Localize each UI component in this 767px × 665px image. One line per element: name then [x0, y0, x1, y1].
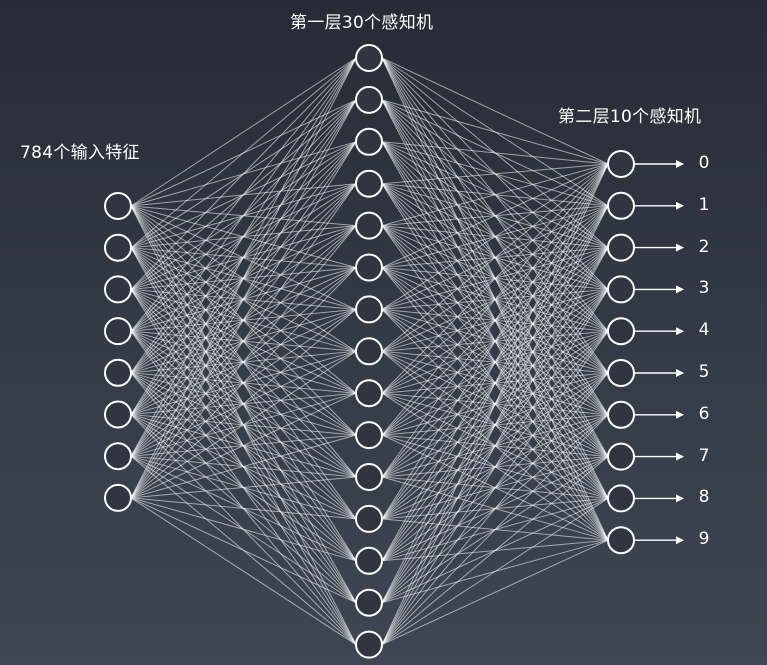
output-node — [607, 275, 635, 304]
input-node — [104, 400, 132, 429]
connection-edge — [130, 225, 357, 499]
connection-edge — [381, 163, 609, 645]
input-layer-label: 784个输入特征 — [20, 143, 140, 163]
input-node — [104, 483, 132, 512]
connection-edge — [381, 456, 609, 645]
connection-edge — [130, 497, 357, 562]
connection-edge — [381, 539, 609, 646]
output-node — [607, 442, 635, 471]
connection-edge — [130, 392, 357, 499]
hidden-node — [355, 85, 383, 114]
connection-edge — [130, 57, 357, 499]
hidden-output-connections — [381, 57, 609, 646]
neuron-nodes — [104, 44, 635, 659]
connection-edge — [381, 163, 609, 268]
connection-edge — [130, 57, 357, 457]
connection-edge — [130, 99, 357, 499]
connection-edge — [381, 247, 609, 645]
connection-edge — [381, 163, 609, 478]
hidden-node — [355, 463, 383, 491]
connection-edge — [381, 414, 609, 645]
connection-edge — [130, 476, 357, 499]
connection-edge — [130, 350, 357, 499]
hidden-node — [355, 337, 383, 366]
connection-edge — [130, 497, 357, 604]
input-hidden-connections — [130, 57, 357, 646]
output-node — [607, 317, 635, 346]
hidden-layer-label: 第一层30个感知机 — [290, 13, 434, 33]
connection-edge — [381, 289, 609, 645]
hidden-node — [355, 421, 383, 450]
connection-edge — [381, 163, 609, 562]
hidden-node — [355, 504, 383, 533]
connection-edge — [381, 205, 609, 645]
input-node — [104, 317, 132, 346]
hidden-node — [355, 295, 383, 324]
connection-edge — [130, 497, 357, 520]
connection-edge — [381, 163, 609, 352]
output-arrows — [634, 160, 684, 545]
hidden-node — [355, 630, 383, 659]
hidden-node — [355, 44, 383, 72]
hidden-node — [355, 211, 383, 240]
connection-edge — [130, 141, 357, 499]
connection-edge — [130, 309, 357, 499]
connection-edge — [130, 57, 357, 332]
connection-edge — [381, 163, 609, 394]
output-class-label: 8 — [698, 487, 710, 508]
hidden-node — [355, 546, 383, 575]
connection-edge — [130, 57, 357, 249]
connection-edge — [130, 57, 357, 415]
output-node — [607, 359, 635, 387]
output-class-label: 0 — [698, 153, 710, 173]
output-node — [607, 484, 635, 513]
input-node — [104, 358, 132, 387]
connection-edge — [381, 372, 609, 645]
output-layer-label: 第二层10个感知机 — [558, 107, 702, 127]
connection-edge — [381, 163, 609, 603]
hidden-node — [355, 253, 383, 282]
output-node — [607, 233, 635, 262]
output-class-label: 2 — [698, 236, 710, 257]
output-node — [607, 526, 635, 555]
connection-edge — [130, 434, 357, 499]
hidden-node — [355, 588, 383, 617]
output-class-label: 7 — [698, 445, 710, 466]
connection-edge — [381, 163, 609, 436]
output-node — [607, 150, 635, 178]
connection-edge — [130, 267, 357, 499]
input-node — [104, 233, 132, 262]
input-node — [104, 442, 132, 471]
output-class-label: 6 — [698, 403, 710, 424]
hidden-node — [355, 127, 383, 156]
output-node — [607, 400, 635, 429]
connection-edge — [381, 163, 609, 227]
output-class-label: 9 — [698, 529, 710, 550]
connection-edge — [130, 497, 357, 646]
connection-edge — [381, 330, 609, 645]
connection-edge — [381, 163, 609, 310]
connection-edge — [381, 497, 609, 646]
connection-edge — [381, 163, 609, 185]
hidden-node — [355, 169, 383, 198]
output-class-label: 4 — [698, 320, 710, 341]
output-class-label: 1 — [698, 194, 710, 215]
connection-edge — [130, 57, 357, 290]
input-node — [104, 192, 132, 220]
connection-edge — [130, 57, 357, 207]
connection-edge — [381, 141, 609, 165]
connection-edge — [381, 163, 609, 520]
output-class-label: 3 — [698, 278, 710, 299]
connection-edge — [381, 57, 609, 165]
connection-edge — [130, 57, 357, 374]
connection-edge — [381, 99, 609, 165]
output-node — [607, 191, 635, 220]
output-class-label: 5 — [698, 362, 710, 382]
input-node — [104, 275, 132, 304]
connection-edge — [130, 183, 357, 499]
hidden-node — [355, 379, 383, 408]
